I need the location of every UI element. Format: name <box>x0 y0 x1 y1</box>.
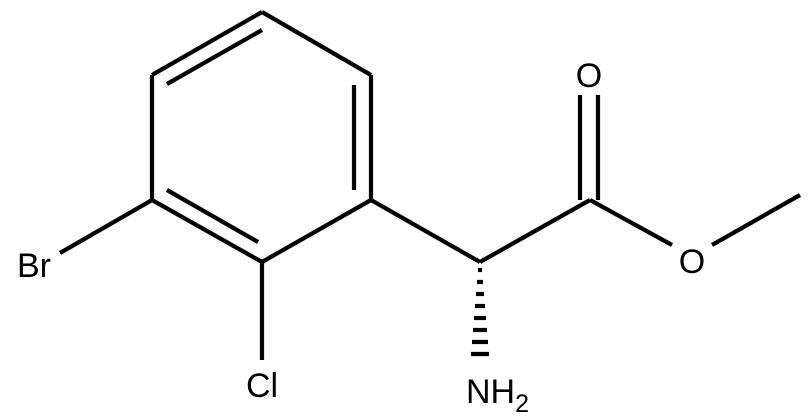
bond-carbonyl-to-ester-oxygen <box>588 198 674 247</box>
benzene-ring <box>149 10 374 264</box>
ring-bond-c3-c4 <box>260 198 373 264</box>
ring-double-bond-top <box>165 28 264 86</box>
amine-subscript: 2 <box>515 390 529 418</box>
chlorine-label: Cl <box>246 367 278 405</box>
ring-double-bond-bottom <box>165 188 260 244</box>
bromine-label: Br <box>17 247 51 285</box>
hashed-wedge-bond <box>471 267 489 357</box>
bond-to-bromine <box>58 198 154 255</box>
ring-bond-c1-c2 <box>260 10 373 77</box>
amine-label: NH2 <box>466 373 529 418</box>
ring-bond-c6-c1 <box>150 10 264 77</box>
ring-bond-c4-c5 <box>150 198 264 264</box>
ester-oxygen-label: O <box>679 243 705 281</box>
bond-alpha-to-carbonyl-carbon <box>478 198 592 264</box>
amine-nh-text: NH <box>466 373 515 411</box>
bond-ester-oxygen-to-methyl <box>710 193 802 247</box>
bond-ring-to-alpha-carbon <box>369 198 482 264</box>
carbonyl-oxygen-label: O <box>576 57 602 95</box>
